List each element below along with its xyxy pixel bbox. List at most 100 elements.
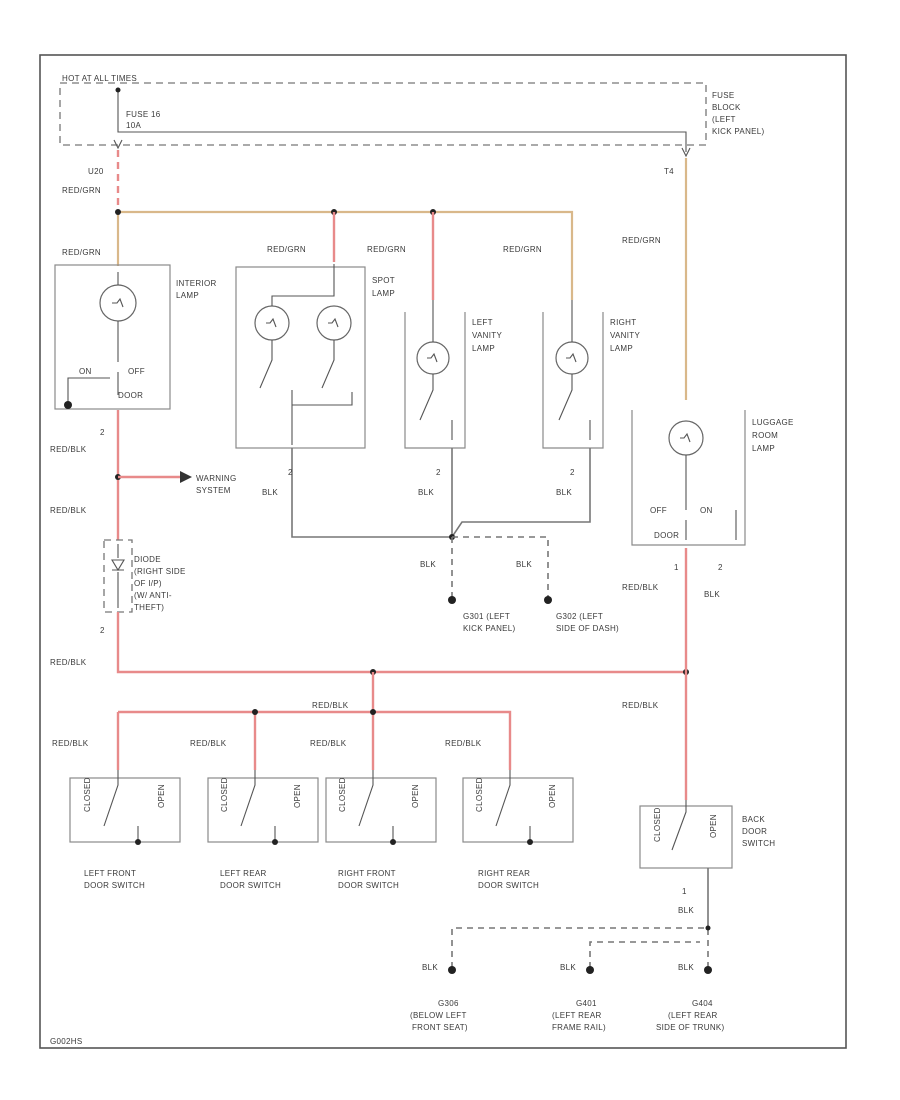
interior-lamp-box (54, 264, 171, 410)
spot-bulb-filaments (266, 317, 339, 328)
pin-u20-label: U20 (88, 167, 104, 176)
connector-t4 (681, 147, 691, 158)
lf-switch-box (69, 777, 181, 843)
rf-switch-label-2: DOOR SWITCH (338, 881, 399, 890)
ground-dashed-leads (451, 536, 549, 598)
lf-switch-contacts (103, 770, 139, 840)
left-vanity-label-3: LAMP (472, 344, 495, 353)
ground-g306-label-1: G306 (438, 999, 459, 1008)
back-door-switch: CLOSED OPEN (639, 800, 733, 869)
left-front-door-switch: CLOSED OPEN (69, 770, 181, 845)
wire-label-blk-6: BLK (516, 560, 532, 569)
ground-g306-icon (448, 966, 456, 974)
luggage-switch-on: ON (700, 506, 713, 515)
rr-open-label: OPEN (548, 784, 557, 808)
back-switch-label-2: DOOR (742, 827, 767, 836)
diagram-frame (39, 54, 847, 1049)
ground-g401-label-2: (LEFT REAR (552, 1011, 602, 1020)
interior-lamp-bulb (99, 284, 137, 322)
pin-2-diode: 2 (100, 626, 105, 635)
ground-g401-icon (586, 966, 594, 974)
wire-label-red-grn-5: RED/GRN (503, 245, 542, 254)
spot-lamp-internal (259, 264, 353, 445)
diode-outline (103, 539, 133, 613)
spot-lamp-bulb-left (254, 305, 290, 341)
lf-switch-label-2: DOOR SWITCH (84, 881, 145, 890)
wire-label-red-blk-2: RED/BLK (50, 506, 87, 515)
ground-g306-label-3: FRONT SEAT) (412, 1023, 468, 1032)
fuse-node (115, 87, 121, 93)
spot-lamp-label-2: LAMP (372, 289, 395, 298)
back-switch-contacts (671, 800, 687, 851)
ground-g404-label-1: G404 (692, 999, 713, 1008)
pin-t4-label: T4 (664, 167, 674, 176)
luggage-switch-off: OFF (650, 506, 667, 515)
pin-2-rvanity: 2 (570, 468, 575, 477)
wire-label-red-blk-1: RED/BLK (50, 445, 87, 454)
pin-2-luggage: 2 (718, 563, 723, 572)
rr-switch-label-2: DOOR SWITCH (478, 881, 539, 890)
luggage-lamp-internal (685, 455, 737, 540)
luggage-lamp-label-3: LAMP (752, 444, 775, 453)
fuse-block-label-2: BLOCK (712, 103, 741, 112)
spot-lamp-label-1: SPOT (372, 276, 395, 285)
lr-switch-contacts (240, 770, 276, 840)
footer-code: G002HS (50, 1037, 82, 1046)
rr-switch-ground (527, 839, 533, 845)
wire-label-red-grn-1: RED/GRN (62, 186, 101, 195)
diode-symbol (111, 544, 125, 608)
right-vanity-label-1: RIGHT (610, 318, 636, 327)
bus-node-6 (252, 709, 258, 715)
wire-label-red-blk-9: RED/BLK (310, 739, 347, 748)
lr-closed-label: CLOSED (220, 777, 229, 812)
lf-closed-label: CLOSED (83, 777, 92, 812)
wire-label-red-grn-4: RED/GRN (367, 245, 406, 254)
fuse-block-label-4: KICK PANEL) (712, 127, 765, 136)
rear-ground-dashed (451, 927, 709, 968)
lamp-ground-wire (291, 448, 591, 538)
hot-at-all-times-label: HOT AT ALL TIMES (62, 74, 137, 83)
interior-switch-on: ON (79, 367, 92, 376)
ground-g306-label-2: (BELOW LEFT (410, 1011, 467, 1020)
wire-label-red-grn-2: RED/GRN (62, 248, 101, 257)
fuse-block-outline (59, 82, 707, 146)
diode-label-5: THEFT) (134, 603, 164, 612)
wire-label-blk-4: BLK (556, 488, 572, 497)
ground-g302-label-2: SIDE OF DASH) (556, 624, 619, 633)
lf-switch-label-1: LEFT FRONT (84, 869, 136, 878)
wire-label-blk-8: BLK (422, 963, 438, 972)
ground-g302-icon (544, 596, 552, 604)
ground-g301-label-2: KICK PANEL) (463, 624, 516, 633)
wire-label-red-blk-8: RED/BLK (190, 739, 227, 748)
wire-label-blk-3: BLK (418, 488, 434, 497)
left-rear-door-switch: CLOSED OPEN (207, 770, 319, 845)
interior-lamp-label-1: INTERIOR (176, 279, 217, 288)
lf-switch-ground (135, 839, 141, 845)
right-vanity-bulb (555, 341, 589, 375)
door-switch-branches (116, 710, 512, 770)
rf-open-label: OPEN (411, 784, 420, 808)
ground-g404-label-3: SIDE OF TRUNK) (656, 1023, 725, 1032)
wire-label-blk-1: BLK (704, 590, 720, 599)
left-vanity-box (404, 312, 466, 449)
interior-lamp-label-2: LAMP (176, 291, 199, 300)
rr-switch-box (462, 777, 574, 843)
fuse-block-label-1: FUSE (712, 91, 735, 100)
right-vanity-label-2: VANITY (610, 331, 640, 340)
warning-arrow-icon (180, 471, 192, 483)
wire-label-red-grn-3: RED/GRN (267, 245, 306, 254)
ground-g301-icon (448, 596, 456, 604)
diode-label-1: DIODE (134, 555, 161, 564)
right-vanity-label-3: LAMP (610, 344, 633, 353)
wire-label-blk-5: BLK (420, 560, 436, 569)
back-closed-label: CLOSED (653, 807, 662, 842)
warning-label-2: SYSTEM (196, 486, 231, 495)
fuse-label: FUSE 16 (126, 110, 161, 119)
back-switch-label-3: SWITCH (742, 839, 775, 848)
diode-label-4: (W/ ANTI- (134, 591, 172, 600)
rr-switch-contacts (495, 770, 531, 840)
bus-node-7 (370, 709, 376, 715)
rr-closed-label: CLOSED (475, 777, 484, 812)
interior-lamp-ground (64, 401, 72, 409)
wire-label-red-blk-4: RED/BLK (622, 583, 659, 592)
